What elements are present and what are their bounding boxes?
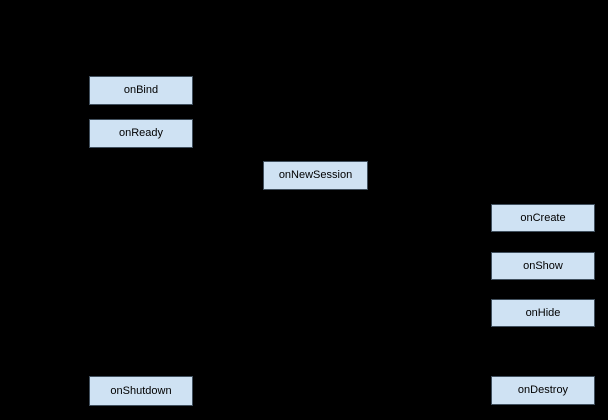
node-oncreate-label: onCreate bbox=[520, 211, 566, 224]
node-oncreate: onCreate bbox=[491, 204, 595, 232]
node-ondestroy-label: onDestroy bbox=[517, 384, 569, 396]
node-onshow: onShow bbox=[491, 252, 595, 280]
node-onshow-label: onShow bbox=[523, 259, 563, 272]
node-onbind-label: onBind bbox=[123, 84, 159, 96]
node-onhide-label: onHide bbox=[525, 306, 561, 319]
node-onshutdown-label: onShutdown bbox=[110, 384, 172, 397]
node-onbind: onBind bbox=[89, 76, 193, 105]
node-ondestroy: onDestroy bbox=[491, 376, 595, 405]
node-onhide: onHide bbox=[491, 299, 595, 327]
node-onnewsession: onNewSession bbox=[263, 161, 368, 190]
node-onready-label: onReady bbox=[118, 127, 164, 139]
node-onready: onReady bbox=[89, 119, 193, 148]
node-onshutdown: onShutdown bbox=[89, 376, 193, 406]
node-onnewsession-label: onNewSession bbox=[278, 169, 353, 181]
